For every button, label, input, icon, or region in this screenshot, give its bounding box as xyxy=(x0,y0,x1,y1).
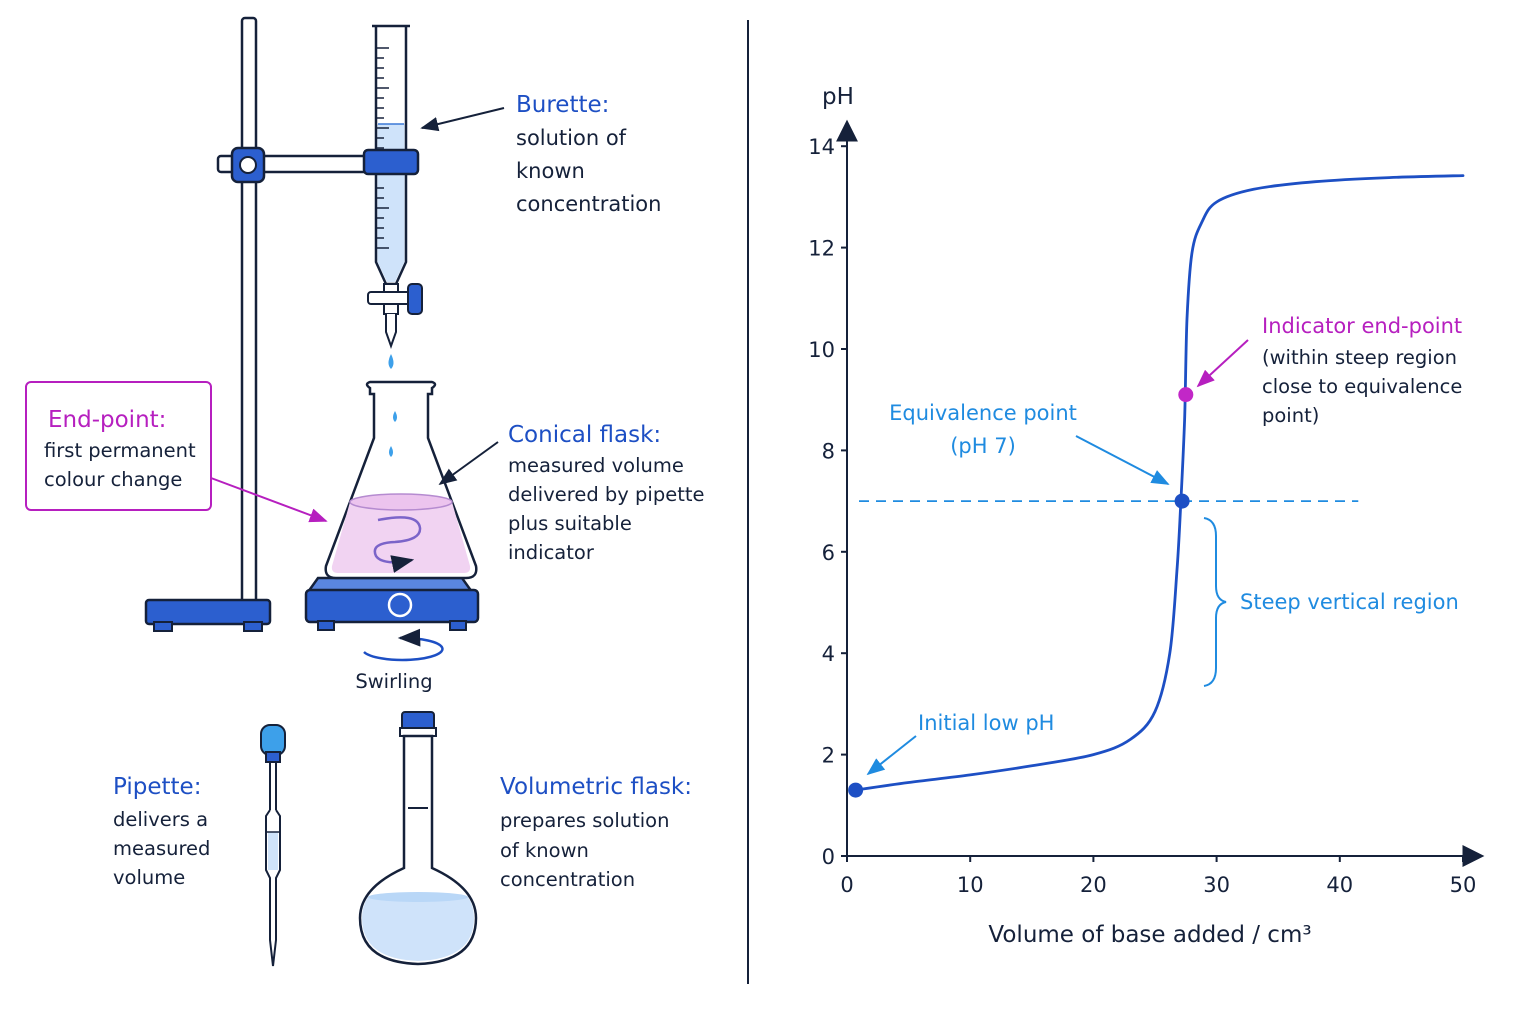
burette-title: Burette: xyxy=(516,92,609,118)
equivalence-point-sublabel: (pH 7) xyxy=(950,434,1016,458)
steep-region-brace xyxy=(1203,517,1227,687)
titration-chart: 0 2 4 6 8 10 12 14 0 10 20 30 40 50 pH Volume of bas… xyxy=(808,84,1485,948)
y-tick-label: 12 xyxy=(808,237,835,261)
end-point-line-2: colour change xyxy=(44,468,182,491)
end-point-arrow xyxy=(210,477,328,523)
x-ticks: 0 10 20 30 40 50 xyxy=(840,856,1476,897)
burette-line-2: known xyxy=(516,159,585,183)
retort-stand xyxy=(144,16,370,632)
equivalence-point-arrow xyxy=(1075,435,1170,485)
indicator-end-point-arrow xyxy=(1196,339,1249,388)
volumetric-flask-label: Volumetric flask: prepares solution of k… xyxy=(500,774,692,891)
end-point-title: End-point: xyxy=(48,407,166,433)
burette-arrow xyxy=(420,107,505,132)
pipette-line-3: volume xyxy=(113,866,185,889)
volumetric-flask-line-1: prepares solution xyxy=(500,809,669,832)
volumetric-flask xyxy=(358,711,478,966)
burette-tap xyxy=(407,283,423,315)
conical-flask-title: Conical flask: xyxy=(508,422,661,448)
x-tick-label: 30 xyxy=(1203,873,1230,897)
indicator-end-point-marker xyxy=(1178,387,1194,403)
burette-label: Burette: solution of known concentration xyxy=(516,92,661,216)
indicator-sublabel-2: close to equivalence xyxy=(1262,375,1462,398)
y-ticks: 0 2 4 6 8 10 12 14 xyxy=(808,135,847,869)
burette-line-1: solution of xyxy=(516,126,627,150)
initial-point-arrow xyxy=(866,735,917,776)
burette-clamp xyxy=(362,148,420,176)
pipette-line-2: measured xyxy=(113,837,210,860)
titration-curve xyxy=(854,174,1465,792)
y-tick-label: 0 xyxy=(822,845,835,869)
stirrer-knob xyxy=(387,592,413,618)
x-tick-label: 50 xyxy=(1450,873,1477,897)
x-tick-label: 0 xyxy=(840,873,853,897)
burette xyxy=(362,24,423,369)
steep-region-label: Steep vertical region xyxy=(1240,590,1459,614)
pipette-label: Pipette: delivers a measured volume xyxy=(113,774,210,889)
equivalence-point-marker xyxy=(1174,493,1190,509)
x-tick-label: 10 xyxy=(957,873,984,897)
indicator-sublabel-3: point) xyxy=(1262,404,1319,427)
indicator-end-point-label: Indicator end-point xyxy=(1262,314,1462,338)
burette-line-3: concentration xyxy=(516,192,661,216)
swirling-label: Swirling xyxy=(355,670,432,693)
pipette-line-1: delivers a xyxy=(113,808,208,831)
conical-flask xyxy=(324,380,478,580)
initial-point-marker xyxy=(848,782,864,798)
end-point-box xyxy=(25,381,212,511)
x-tick-label: 40 xyxy=(1326,873,1353,897)
equivalence-point-label: Equivalence point xyxy=(889,401,1077,425)
conical-flask-line-2: delivered by pipette xyxy=(508,483,705,506)
conical-flask-arrow xyxy=(438,441,499,486)
y-axis-label: pH xyxy=(822,84,854,110)
conical-flask-line-3: plus suitable xyxy=(508,512,632,535)
volumetric-flask-title: Volumetric flask: xyxy=(500,774,692,800)
y-tick-label: 10 xyxy=(808,338,835,362)
indicator-sublabel-1: (within steep region xyxy=(1262,346,1457,369)
y-tick-label: 4 xyxy=(822,642,835,666)
x-tick-label: 20 xyxy=(1080,873,1107,897)
magnetic-stirrer xyxy=(304,576,480,662)
conical-flask-label: Conical flask: measured volume delivered… xyxy=(508,422,705,564)
end-point-label: End-point: first permanent colour change xyxy=(44,407,196,491)
y-tick-label: 14 xyxy=(808,135,835,159)
pipette xyxy=(260,724,286,967)
volumetric-flask-line-2: of known xyxy=(500,839,589,862)
end-point-line-1: first permanent xyxy=(44,439,196,462)
y-tick-label: 2 xyxy=(822,744,835,768)
volumetric-flask-line-3: concentration xyxy=(500,868,635,891)
initial-point-label: Initial low pH xyxy=(918,711,1054,735)
y-tick-label: 6 xyxy=(822,541,835,565)
y-tick-label: 8 xyxy=(822,439,835,463)
pipette-title: Pipette: xyxy=(113,774,201,800)
conical-flask-line-1: measured volume xyxy=(508,454,684,477)
conical-flask-line-4: indicator xyxy=(508,541,595,564)
x-axis-label: Volume of base added / cm³ xyxy=(988,922,1311,948)
